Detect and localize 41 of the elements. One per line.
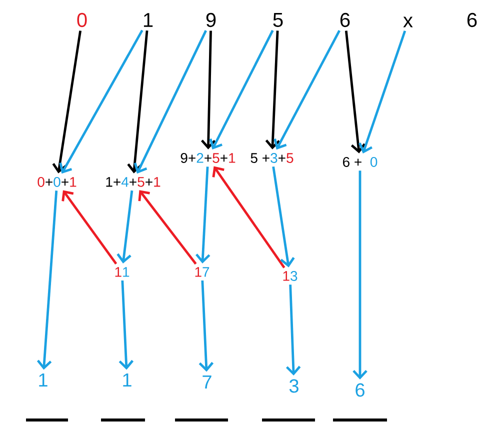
result-digit: 1 — [39, 373, 48, 387]
sum-expression: 5 +3+5 — [250, 153, 294, 163]
arrow — [272, 166, 295, 268]
arrow — [286, 284, 301, 376]
digit: 6 — [467, 12, 477, 28]
digit: 5 — [273, 13, 283, 27]
result-digit: 7 — [202, 375, 212, 389]
arrow — [62, 190, 118, 265]
digit: 1 — [144, 13, 153, 27]
arrow — [59, 30, 144, 174]
arrow — [274, 30, 340, 150]
arrow — [196, 166, 210, 264]
arrow — [138, 190, 197, 265]
carry-number: 17 — [195, 267, 210, 277]
arrow — [352, 170, 368, 380]
arrow — [212, 166, 286, 268]
sum-expression: 1+4+5+1 — [106, 177, 160, 187]
arrow — [200, 30, 216, 150]
arrow — [134, 30, 207, 174]
digit: x — [403, 16, 413, 28]
arrow — [118, 280, 134, 370]
digit: 9 — [206, 12, 216, 28]
carry-number: 11 — [115, 267, 130, 277]
arrow — [265, 30, 280, 150]
arrow — [198, 280, 214, 372]
arrow — [36, 190, 58, 370]
result-digit: 3 — [289, 379, 298, 393]
sum-expression: 0+0+1 — [38, 177, 76, 187]
arrow — [344, 30, 366, 154]
arrow — [358, 30, 406, 154]
digit: 6 — [340, 12, 350, 28]
result-digit: 1 — [123, 373, 132, 387]
arrow — [116, 190, 134, 264]
arrow — [209, 30, 274, 150]
result-digit: 6 — [356, 383, 364, 397]
sum-expression: 9+2+5+1 — [180, 153, 236, 163]
arrow — [127, 30, 148, 174]
carry-number: 13 — [283, 271, 298, 281]
arrow — [52, 30, 82, 174]
digit: 0 — [77, 12, 87, 28]
sum-expression: 6 + 0 — [343, 157, 378, 167]
